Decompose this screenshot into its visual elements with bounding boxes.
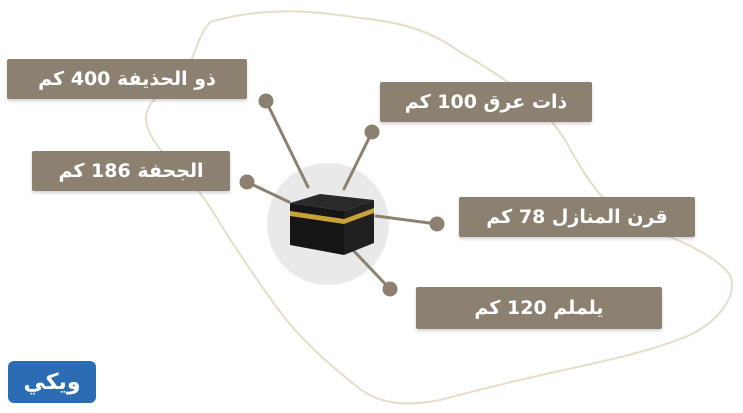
label-yalamlam: يلملم 120 كم bbox=[416, 287, 662, 329]
label-qarn-almanazil: قرن المنازل 78 كم bbox=[459, 197, 695, 237]
label-dhul-hulayfah: ذو الحذيفة 400 كم bbox=[7, 59, 247, 99]
connector-juhfa bbox=[245, 180, 291, 204]
pin-dot-icon bbox=[258, 93, 274, 109]
site-logo: ويكي bbox=[8, 361, 96, 403]
connector-qarn bbox=[374, 214, 439, 226]
connector-dhul-hulayfah bbox=[264, 99, 310, 189]
pin-dot-icon bbox=[382, 281, 398, 297]
label-dhat-irq: ذات عرق 100 كم bbox=[380, 82, 592, 122]
pin-dot-icon bbox=[429, 216, 445, 232]
label-juhfa: الجحفة 186 كم bbox=[32, 151, 230, 191]
connector-yalamlam bbox=[350, 247, 392, 291]
pin-dot-icon bbox=[364, 124, 380, 140]
pin-dot-icon bbox=[239, 174, 255, 190]
connector-dhat-irq bbox=[342, 130, 374, 191]
kaaba-icon bbox=[290, 194, 374, 255]
